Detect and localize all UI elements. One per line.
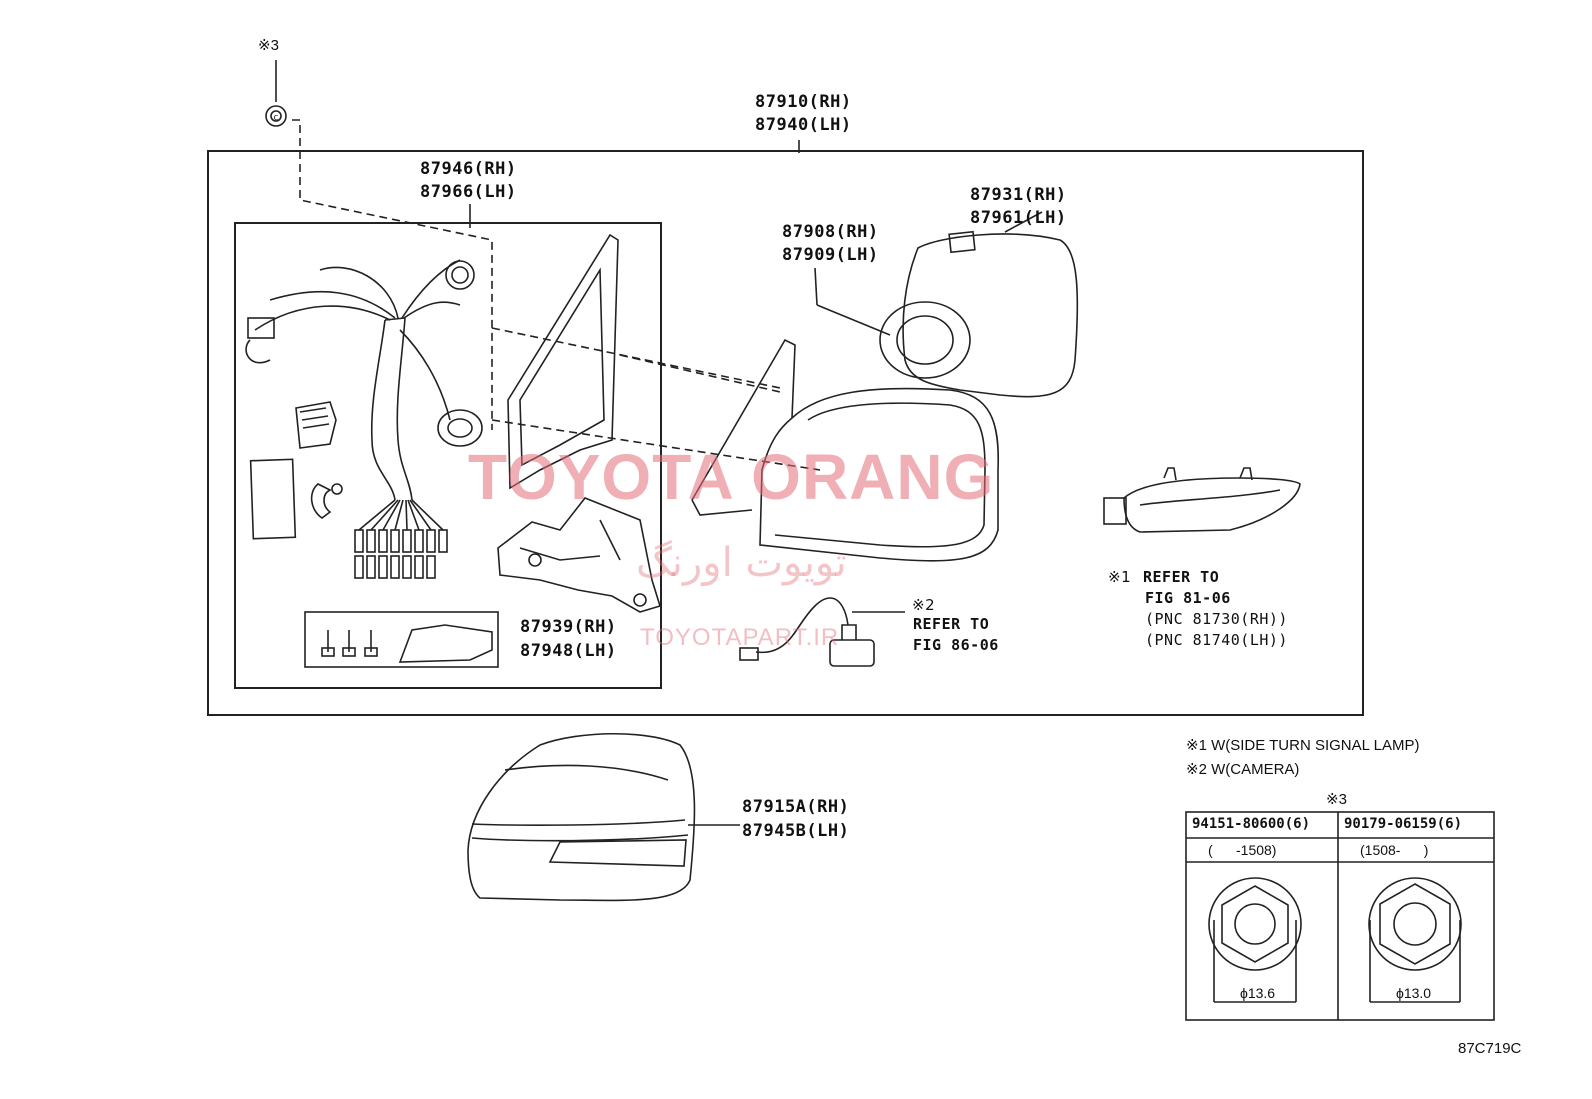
watermark-site: TOYOTAPART.IR	[640, 624, 840, 651]
refer1-line3: (PNC 81730(RH))	[1145, 610, 1288, 628]
table-part-1: 94151-80600(6)	[1192, 816, 1311, 832]
note-1: ※1 W(SIDE TURN SIGNAL LAMP)	[1186, 737, 1420, 754]
label-assy-rh: 87910(RH)	[755, 92, 852, 112]
label-harness-lh: 87966(LH)	[420, 182, 517, 202]
watermark-persian: تویوت اورنگ	[636, 540, 847, 586]
svg-text:c: c	[274, 113, 279, 123]
label-mirror-lh: 87961(LH)	[970, 208, 1067, 228]
watermark-main: TOYOTA ORANG	[468, 441, 995, 513]
label-mirror-rh: 87931(RH)	[970, 185, 1067, 205]
table-range-2: (1508- )	[1360, 842, 1429, 858]
refer1-line4: (PNC 81740(LH))	[1145, 631, 1288, 649]
refer2-line1: REFER TO	[913, 615, 990, 633]
label-cover-lh: 87948(LH)	[520, 641, 617, 661]
label-actuator-lh: 87909(LH)	[782, 245, 879, 265]
label-outer-lh: 87945B(LH)	[742, 821, 850, 841]
label-assy-lh: 87940(LH)	[755, 115, 852, 135]
refer1-line1: REFER TO	[1143, 568, 1220, 586]
assembly-frame	[207, 150, 1364, 716]
refer1-line2: FIG 81-06	[1145, 589, 1231, 607]
top-marker: ※3	[258, 37, 279, 54]
harness-frame	[234, 222, 662, 689]
label-cover-rh: 87939(RH)	[520, 617, 617, 637]
note-2: ※2 W(CAMERA)	[1186, 761, 1300, 778]
table-dim-1: ϕ13.6	[1240, 985, 1276, 1001]
label-harness-rh: 87946(RH)	[420, 159, 517, 179]
table-range-1: ( -1508)	[1208, 842, 1277, 858]
figure-code: 87C719C	[1458, 1040, 1522, 1057]
refer2-mark: ※2	[912, 596, 936, 614]
refer2-line2: FIG 86-06	[913, 636, 999, 654]
note-3: ※3	[1326, 791, 1347, 808]
label-actuator-rh: 87908(RH)	[782, 222, 879, 242]
table-part-2: 90179-06159(6)	[1344, 816, 1463, 832]
label-outer-rh: 87915A(RH)	[742, 797, 850, 817]
table-dim-2: ϕ13.0	[1396, 985, 1432, 1001]
refer1-mark: ※1	[1108, 568, 1132, 586]
